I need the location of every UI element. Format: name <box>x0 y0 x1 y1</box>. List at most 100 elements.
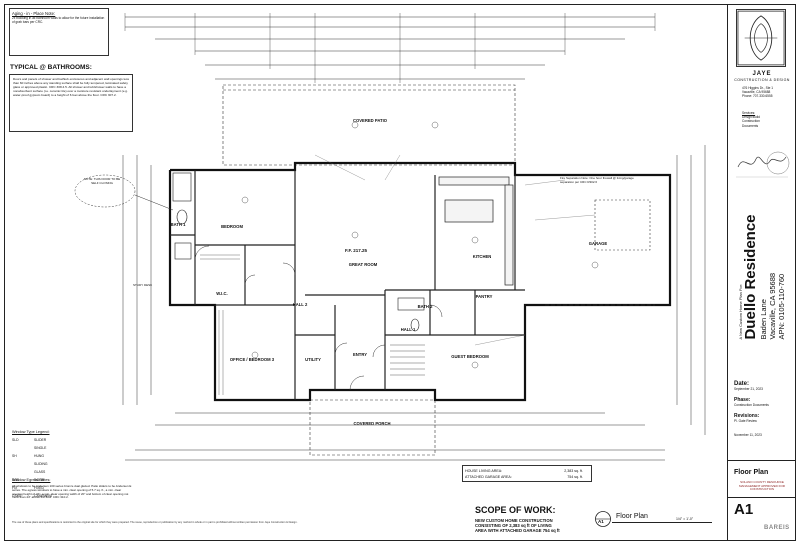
area-table: HOUSE LIVING AREA: 2,383 sq. ft. ATTACHE… <box>462 465 592 482</box>
address-line: Vacaville, CA 95688 <box>742 90 771 94</box>
scope-line: AREA WITH ATTACHED GARAGE 754 sq ft <box>475 528 560 533</box>
service-item: Design/Build <box>742 115 760 120</box>
view-marker-icon <box>595 511 611 527</box>
legend-row: FIX FIXED <box>12 484 72 492</box>
area-row-living: HOUSE LIVING AREA: 2,383 sq. ft. <box>465 469 591 473</box>
living-area-value: 2,383 sq. ft. <box>564 469 583 473</box>
bath-fixtures <box>172 172 425 332</box>
garage-door <box>545 199 655 306</box>
legend-row: CSMT CASEMENT <box>12 492 72 500</box>
dimension-lines-top <box>125 16 655 80</box>
phase-value: Construction Documents <box>734 403 769 407</box>
area-row-garage: ATTACHED GARAGE AREA: 754 sq. ft. <box>465 475 591 479</box>
legend-code: SH <box>12 454 17 458</box>
title-block-divider <box>728 460 796 461</box>
legend-title: Window Type Legend: <box>12 430 50 434</box>
services-title: Services: <box>742 111 756 115</box>
room-bedroom: BEDROOM <box>221 224 243 229</box>
scope-title: SCOPE OF WORK: <box>475 505 556 515</box>
room-great-room: GREAT ROOM <box>348 262 378 267</box>
kitchen-fixtures <box>438 176 514 286</box>
closet-shelving <box>200 254 240 395</box>
aging-in-place-note: Aging - in - Place Note: 2x blocking in … <box>9 8 109 56</box>
legend-desc: CASEMENT <box>34 494 53 498</box>
dimension-lines-left <box>122 155 152 405</box>
revision-item: Pl. Gate Review <box>734 419 757 423</box>
exterior-walls <box>168 161 672 402</box>
garage-area-value: 754 sq. ft. <box>567 475 583 479</box>
legend-code: SGD <box>12 478 20 482</box>
fire-separation-note: Fire Separation Note: One hour firewall … <box>560 176 634 184</box>
bathroom-note: TYPICAL @ BATHROOMS: Doors and panels of… <box>9 64 133 132</box>
project-title-rotated: A New Custom Home Plan For: Duello Resid… <box>738 214 786 339</box>
project-address-2: Vacaville, CA 95688 <box>768 272 777 340</box>
revisions-label: Revisions: <box>734 413 760 419</box>
egress-notes-body: All windows to be Andersen 100 series br… <box>12 484 132 500</box>
legend-code: SLD <box>12 438 19 442</box>
company-phone: Phone: 707.330.6555 <box>742 94 773 98</box>
sheet-name: Floor Plan <box>734 469 769 476</box>
room-covered-porch: COVERED PORCH <box>353 421 391 426</box>
phase-label: Phase: <box>734 397 751 403</box>
legend-desc: SLIDER <box>34 438 47 442</box>
room-utility: UTILITY <box>305 357 321 362</box>
signature-stamp-icon <box>736 151 790 178</box>
address-line: 476 Higgins Dr., Ste 1 <box>742 86 774 90</box>
revision-item: November 11, 2023 <box>734 433 762 437</box>
room-office: OFFICE / BEDROOM 3 <box>229 357 275 362</box>
view-underline <box>612 522 712 523</box>
stair-treads <box>390 344 425 376</box>
footer-watermark: BAREIS <box>764 525 790 531</box>
title-block-divider <box>728 497 796 498</box>
aging-note-title: Aging - in - Place Note: <box>12 11 56 16</box>
dimension-ticks-top <box>124 13 656 83</box>
legend-code: CSMT <box>12 494 22 498</box>
company-address: 476 Higgins Dr., Ste 1 Vacaville, CA 956… <box>742 86 794 98</box>
date-label: Date: <box>734 381 750 387</box>
room-kitchen: KITCHEN <box>472 254 492 259</box>
title-block: JAYE CONSTRUCTION & DESIGN 476 Higgins D… <box>727 5 796 540</box>
view-code: A1 <box>598 519 604 524</box>
window-type-legend: Window Type Legend: SLD SLIDER SH SINGLE H… <box>12 428 72 500</box>
project-vertical-title: A New Custom Home Plan For: Duello Resid… <box>730 185 794 370</box>
room-entry: ENTRY <box>352 352 368 357</box>
project-name: Duello Residence <box>742 214 759 340</box>
date-block: Date: September 21, 2023 <box>734 381 794 391</box>
roof-outline <box>222 84 516 456</box>
bathroom-note-body: Doors and panels of shower and bathtub e… <box>13 77 130 97</box>
scope-line: NEW CUSTOM HOME CONSTRUCTION <box>475 518 553 523</box>
room-bath1: BATH 1 <box>170 222 186 227</box>
service-item: Construction <box>742 119 760 124</box>
legend-desc: FIXED <box>34 486 44 490</box>
room-guest-bedroom: GUEST BEDROOM <box>451 354 489 359</box>
legend-row: SLD SLIDER <box>12 436 72 444</box>
legend-row: SH SINGLE HUNG <box>12 444 72 460</box>
view-label: Floor Plan <box>616 513 648 520</box>
sheet-number: A1 <box>734 501 754 518</box>
room-hall2: HALL 2 <box>292 302 308 307</box>
dimension-lines-right <box>676 145 706 435</box>
aging-note-body: 2x blocking in all bathroom walls to all… <box>12 16 105 24</box>
company-logo-icon <box>736 9 786 67</box>
dimension-lines-bottom <box>125 412 665 461</box>
garage-area-label: ATTACHED GARAGE AREA: <box>465 475 512 479</box>
copyright-fine-print: The use of these plans and specification… <box>12 521 298 524</box>
legend-desc: SINGLE HUNG <box>34 446 47 458</box>
light-fixtures <box>241 121 599 369</box>
floor-plan-svg <box>74 13 706 461</box>
service-item: Documents <box>742 123 759 128</box>
view-scale: 1/4" = 1'-0" <box>676 517 694 521</box>
room-wic: W.I.C. <box>216 291 228 296</box>
finish-floor-label: F.F. 217.25 <box>345 248 368 253</box>
legend-desc: SLIDING GLASS DOOR <box>34 462 48 482</box>
legend-code: FIX <box>12 486 18 490</box>
bathroom-note-title: TYPICAL @ BATHROOMS: <box>10 64 92 71</box>
project-apn: APN: 0105-110-760 <box>777 273 786 340</box>
room-garage: GARAGE <box>588 241 608 246</box>
sheet-approval-note: SOLANO COUNTY RESOURCE MANAGEMENT APPROV… <box>739 480 785 492</box>
room-hall1: HALL 1 <box>400 327 416 332</box>
date-value: September 21, 2023 <box>734 387 763 391</box>
company-name: JAYE <box>752 71 772 77</box>
sheet-border <box>4 4 796 541</box>
phase-block: Phase: Construction Documents <box>734 397 794 407</box>
